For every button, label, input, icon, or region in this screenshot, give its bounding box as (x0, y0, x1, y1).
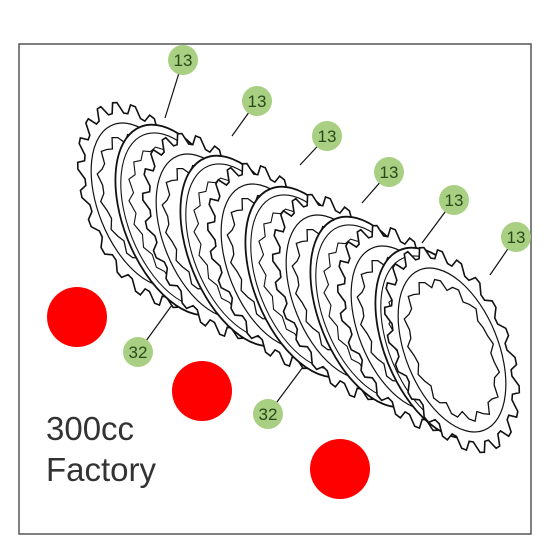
callout-13-number: 13 (318, 127, 337, 146)
callout-13-number: 13 (380, 163, 399, 182)
callout-13-number: 13 (248, 92, 267, 111)
callout-32-number: 32 (259, 405, 278, 424)
callout-32-bubble (253, 399, 283, 429)
callout-13-number: 13 (174, 51, 193, 70)
clutch-plate-stack (76, 101, 521, 454)
caption-variant: Factory (46, 451, 157, 488)
friction-plate (383, 246, 521, 454)
callout-13-number: 13 (507, 228, 526, 247)
red-marker-dot (310, 439, 370, 499)
callout-13-bubble (501, 222, 531, 252)
callout-32-bubble (123, 337, 153, 367)
callout-13-bubble (439, 185, 469, 215)
friction-plate-pad-ring (397, 267, 507, 433)
callout-13-bubble (242, 86, 272, 116)
callout-labels: 13 13 13 13 13 13 32 32 (123, 45, 531, 429)
caption-displacement: 300cc (46, 410, 135, 447)
callout-32-number: 32 (129, 343, 148, 362)
red-marker-dot (47, 287, 107, 347)
red-markers (47, 287, 370, 499)
red-marker-dot (172, 361, 232, 421)
friction-plate-inner-splines (403, 278, 501, 423)
callout-13-bubble (312, 121, 342, 151)
callout-13-bubble (168, 45, 198, 75)
callout-13-number: 13 (445, 191, 464, 210)
callout-13-bubble (374, 157, 404, 187)
